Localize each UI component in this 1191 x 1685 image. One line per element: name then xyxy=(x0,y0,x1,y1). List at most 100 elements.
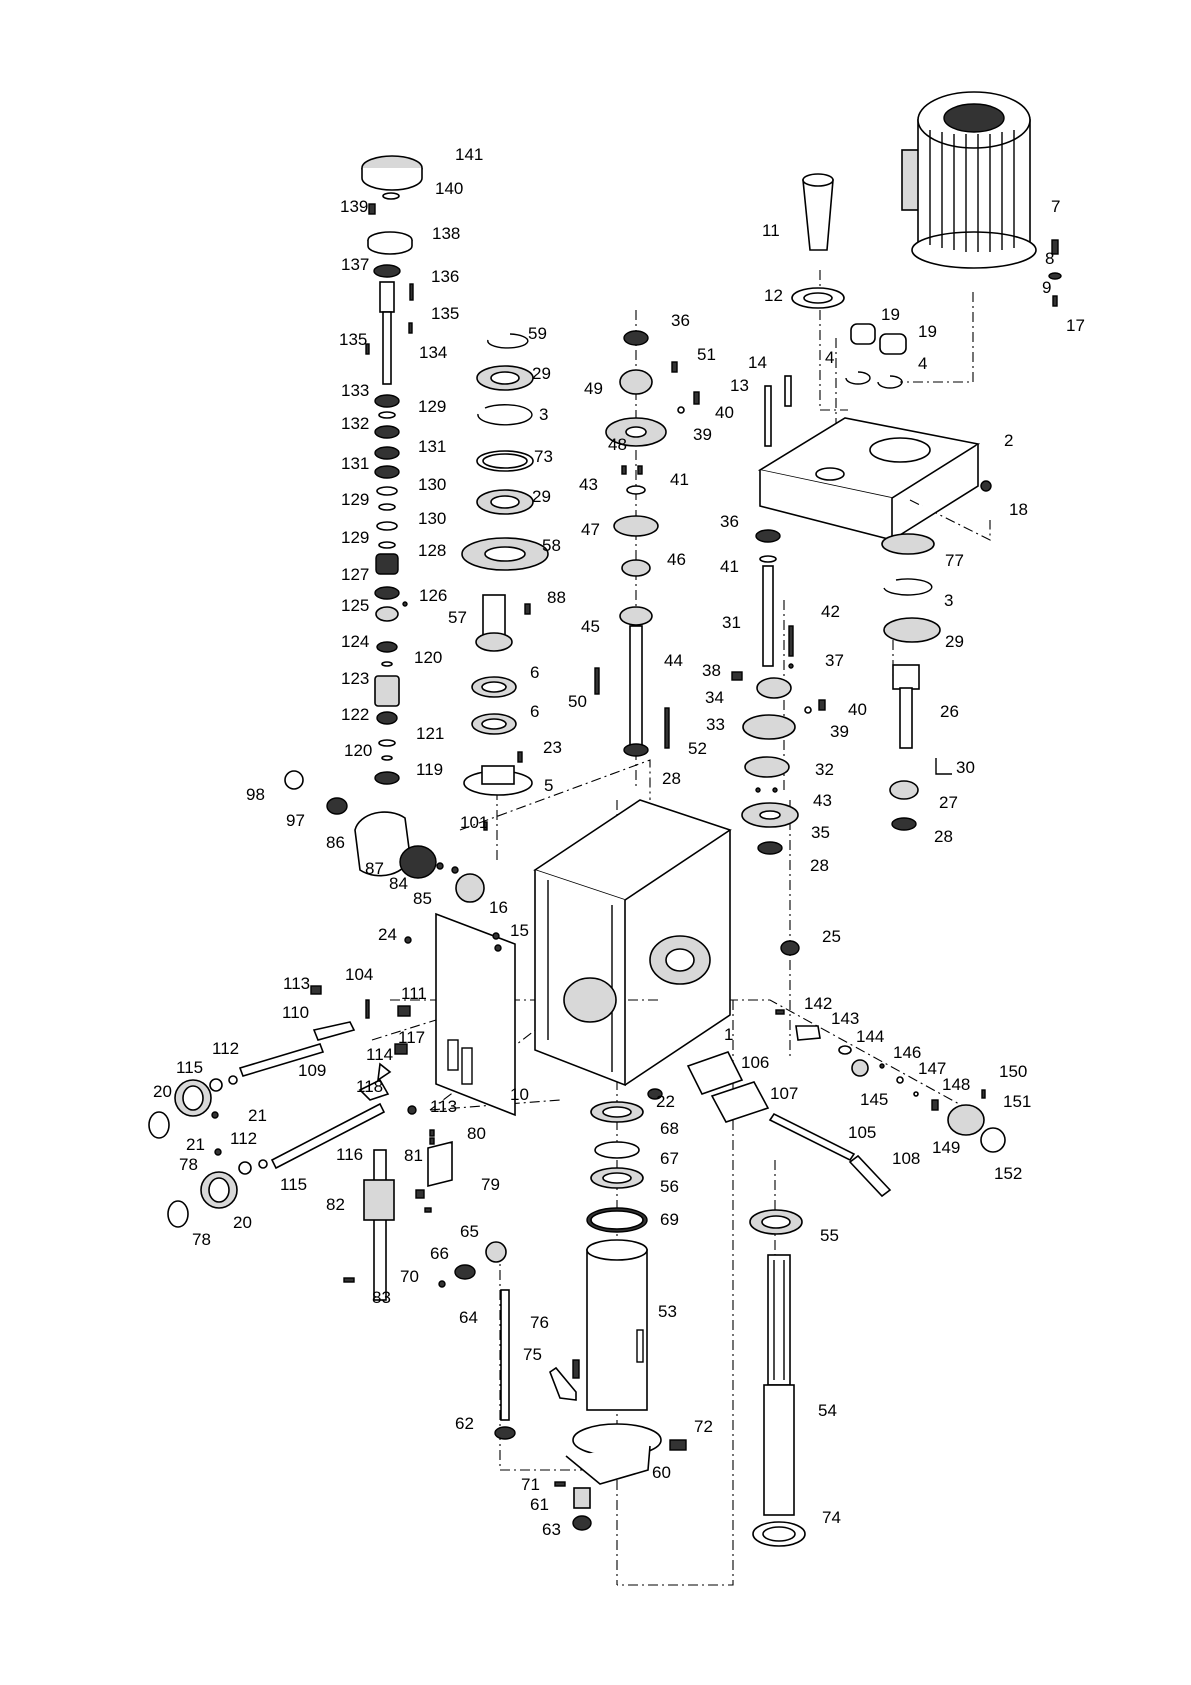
part-label-72: 72 xyxy=(694,1417,713,1436)
part-label-42: 42 xyxy=(821,602,840,621)
part-label-44: 44 xyxy=(664,651,683,670)
part-label-40: 40 xyxy=(715,403,734,422)
part-label-125: 125 xyxy=(341,596,369,615)
quill-and-lower-assembly xyxy=(438,1101,687,1531)
part-label-29: 29 xyxy=(532,487,551,506)
part-label-122: 122 xyxy=(341,705,369,724)
part-label-148: 148 xyxy=(942,1075,970,1094)
part-label-134: 134 xyxy=(419,343,447,362)
part-label-152: 152 xyxy=(994,1164,1022,1183)
part-label-65: 65 xyxy=(460,1222,479,1241)
part-label-27: 27 xyxy=(939,793,958,812)
part-label-121: 121 xyxy=(416,724,444,743)
intermediate-gear-stack xyxy=(461,333,549,796)
part-label-58: 58 xyxy=(542,536,561,555)
part-label-25: 25 xyxy=(822,927,841,946)
part-label-80: 80 xyxy=(467,1124,486,1143)
part-label-33: 33 xyxy=(706,715,725,734)
part-label-124: 124 xyxy=(341,632,369,651)
part-label-29: 29 xyxy=(945,632,964,651)
part-label-137: 137 xyxy=(341,255,369,274)
part-label-56: 56 xyxy=(660,1177,679,1196)
part-label-66: 66 xyxy=(430,1244,449,1263)
part-label-135: 135 xyxy=(431,304,459,323)
part-label-142: 142 xyxy=(804,994,832,1013)
part-label-57: 57 xyxy=(448,608,467,627)
part-label-110: 110 xyxy=(282,1003,309,1022)
part-label-30: 30 xyxy=(956,758,975,777)
part-label-82: 82 xyxy=(326,1195,345,1214)
part-label-101: 101 xyxy=(460,813,488,832)
part-label-19: 19 xyxy=(881,305,900,324)
part-number-labels: 1411401391381371361351351341331291321311… xyxy=(153,145,1085,1539)
part-label-120: 120 xyxy=(414,648,442,667)
part-label-70: 70 xyxy=(400,1267,419,1286)
part-label-133: 133 xyxy=(341,381,369,400)
part-label-84: 84 xyxy=(389,874,408,893)
part-label-53: 53 xyxy=(658,1302,677,1321)
part-label-4: 4 xyxy=(918,354,927,373)
part-label-60: 60 xyxy=(652,1463,671,1482)
part-label-129: 129 xyxy=(418,397,446,416)
part-label-64: 64 xyxy=(459,1308,478,1327)
spindle-feed-shaft-stack xyxy=(361,155,423,785)
part-label-115: 115 xyxy=(280,1175,307,1194)
part-label-1: 1 xyxy=(724,1025,733,1044)
part-label-21: 21 xyxy=(248,1106,267,1125)
part-label-78: 78 xyxy=(179,1155,198,1174)
part-label-87: 87 xyxy=(365,859,384,878)
part-label-118: 118 xyxy=(356,1077,383,1096)
part-label-13: 13 xyxy=(730,376,749,395)
part-label-97: 97 xyxy=(286,811,305,830)
part-label-120: 120 xyxy=(344,741,372,760)
part-label-5: 5 xyxy=(544,776,553,795)
part-label-119: 119 xyxy=(416,760,443,779)
part-label-151: 151 xyxy=(1003,1092,1031,1111)
part-label-41: 41 xyxy=(720,557,739,576)
part-label-63: 63 xyxy=(542,1520,561,1539)
part-label-3: 3 xyxy=(539,405,548,424)
part-label-141: 141 xyxy=(455,145,483,164)
part-label-115: 115 xyxy=(176,1058,203,1077)
part-label-77: 77 xyxy=(945,551,964,570)
part-label-39: 39 xyxy=(830,722,849,741)
part-label-15: 15 xyxy=(510,921,529,940)
central-gear-shaft-stack xyxy=(594,330,700,757)
part-label-10: 10 xyxy=(510,1085,529,1104)
part-label-113: 113 xyxy=(283,974,310,993)
part-label-135: 135 xyxy=(339,330,367,349)
part-label-43: 43 xyxy=(579,475,598,494)
part-label-36: 36 xyxy=(720,512,739,531)
part-label-2: 2 xyxy=(1004,431,1013,450)
part-label-36: 36 xyxy=(671,311,690,330)
part-label-81: 81 xyxy=(404,1146,423,1165)
part-label-79: 79 xyxy=(481,1175,500,1194)
part-label-139: 139 xyxy=(340,197,368,216)
part-label-47: 47 xyxy=(581,520,600,539)
part-label-112: 112 xyxy=(212,1039,239,1058)
part-label-21: 21 xyxy=(186,1135,205,1154)
part-label-6: 6 xyxy=(530,663,539,682)
part-label-145: 145 xyxy=(860,1090,888,1109)
part-label-52: 52 xyxy=(688,739,707,758)
part-label-4: 4 xyxy=(825,348,834,367)
part-label-117: 117 xyxy=(398,1028,425,1047)
part-label-50: 50 xyxy=(568,692,587,711)
part-label-24: 24 xyxy=(378,925,397,944)
speed-change-shaft-stack xyxy=(731,529,826,855)
part-label-8: 8 xyxy=(1045,249,1054,268)
part-label-136: 136 xyxy=(431,267,459,286)
part-label-69: 69 xyxy=(660,1210,679,1229)
part-label-7: 7 xyxy=(1051,197,1060,216)
part-label-14: 14 xyxy=(748,353,767,372)
side-plate-and-feed xyxy=(284,770,516,1117)
part-label-39: 39 xyxy=(693,425,712,444)
part-label-146: 146 xyxy=(893,1043,921,1062)
part-label-17: 17 xyxy=(1066,316,1085,335)
part-label-37: 37 xyxy=(825,651,844,670)
part-label-98: 98 xyxy=(246,785,265,804)
part-label-129: 129 xyxy=(341,528,369,547)
part-label-75: 75 xyxy=(523,1345,542,1364)
part-label-18: 18 xyxy=(1009,500,1028,519)
